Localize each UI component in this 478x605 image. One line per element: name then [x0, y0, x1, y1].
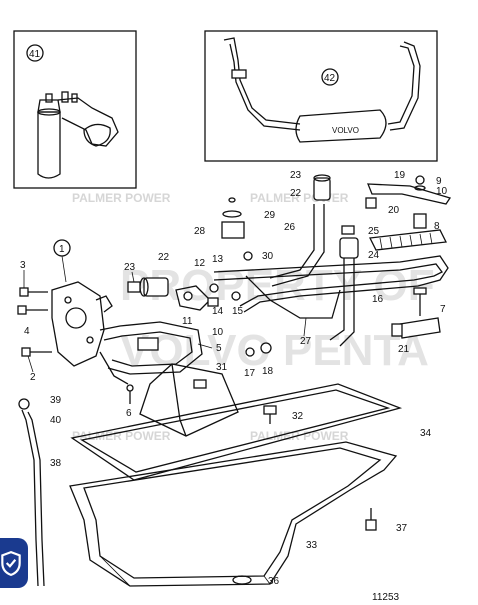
- part-label: 38: [50, 458, 62, 469]
- part-label: 2: [30, 372, 36, 383]
- oil-pan: [69, 441, 398, 587]
- watermark-text: PALMER POWER: [72, 191, 171, 205]
- pipe-fitting: [127, 277, 169, 297]
- part-label: 22: [290, 188, 302, 199]
- inset-box-41: [13, 30, 137, 189]
- part-label: 34: [420, 428, 432, 439]
- part-label: 6: [126, 408, 132, 419]
- callout-41: 41: [29, 49, 41, 60]
- part-label: 27: [300, 336, 312, 347]
- part-label: 22: [158, 252, 170, 263]
- oil-filter-assembly: [37, 91, 119, 179]
- oil-suction-pipe: [99, 321, 203, 385]
- inset-box-42: [204, 30, 438, 162]
- oil-pump: [51, 281, 113, 367]
- muffler-brand-text: VOLVO: [332, 126, 359, 135]
- sealant-tube: [391, 317, 441, 339]
- bolt: [17, 305, 48, 315]
- part-label: 16: [372, 294, 384, 305]
- callout-circle: [321, 68, 339, 86]
- shield-badge[interactable]: [0, 538, 28, 588]
- part-label: 21: [398, 344, 410, 355]
- part-label: 28: [194, 226, 206, 237]
- part-label: 23: [290, 170, 302, 181]
- gasket: [221, 197, 253, 261]
- oil-pan-gasket: [70, 383, 403, 481]
- part-label: 18: [262, 366, 274, 377]
- part-label: 10: [436, 186, 448, 197]
- callout-42: 42: [324, 73, 336, 84]
- bolt: [245, 342, 272, 357]
- vertical-pipe: [269, 174, 331, 287]
- part-label: 36: [268, 576, 280, 587]
- part-label: 17: [244, 368, 256, 379]
- bolt: [21, 347, 52, 357]
- oil-return-pipe: [213, 255, 449, 319]
- bolt: [263, 405, 277, 424]
- part-label: 40: [50, 415, 62, 426]
- mounting-bracket: [365, 175, 452, 229]
- return-pipe-fittings: [175, 283, 241, 311]
- bolt: [413, 287, 427, 316]
- drain-plug: [365, 508, 377, 531]
- part-label: 30: [262, 251, 274, 262]
- part-label: 3: [20, 260, 26, 271]
- part-label: 7: [440, 304, 446, 315]
- exhaust-muffler-assembly: VOLVO: [223, 37, 421, 143]
- part-label: 29: [264, 210, 276, 221]
- bolt: [19, 287, 48, 297]
- part-label: 9: [436, 176, 442, 187]
- part-label: 13: [212, 254, 224, 265]
- dipstick-tube-fitting: [329, 225, 359, 347]
- part-label: 4: [24, 326, 30, 337]
- pipe-bracket: [139, 363, 239, 437]
- watermark-text: PALMER POWER: [72, 429, 171, 443]
- part-label: 5: [216, 343, 222, 354]
- part-label: 20: [388, 205, 400, 216]
- part-label: 14: [212, 306, 224, 317]
- part-label: 10: [212, 327, 224, 338]
- part-label: 25: [368, 226, 380, 237]
- dipstick: [18, 398, 45, 587]
- bellows-hose: [369, 229, 447, 251]
- shield-check-icon: [1, 551, 21, 576]
- bolt: [126, 384, 134, 404]
- part-label: 19: [394, 170, 406, 181]
- drain-washer: [232, 575, 252, 585]
- part-label: 8: [434, 221, 440, 232]
- part-label: 12: [194, 258, 206, 269]
- part-label: 24: [368, 250, 380, 261]
- part-label: 39: [50, 395, 62, 406]
- part-label: 32: [292, 411, 304, 422]
- part-label: 31: [216, 362, 228, 373]
- part-label: 1: [59, 244, 65, 255]
- part-label: 26: [284, 222, 296, 233]
- part-label: 15: [232, 306, 244, 317]
- watermark-text: PALMER POWER: [250, 429, 349, 443]
- part-label: 37: [396, 523, 408, 534]
- callout-circle: [26, 44, 44, 62]
- part-label: 23: [124, 262, 136, 273]
- part-label: 33: [306, 540, 318, 551]
- part-label: 11: [182, 316, 193, 327]
- drawing-number: 11253: [372, 592, 400, 600]
